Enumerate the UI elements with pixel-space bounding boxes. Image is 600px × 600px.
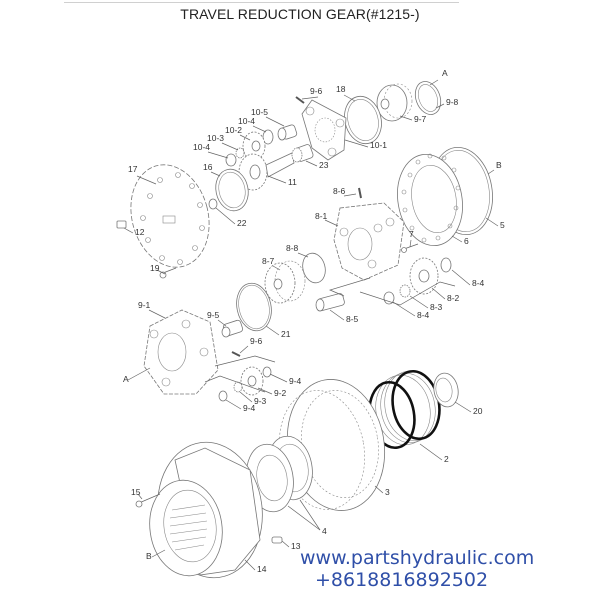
part-label-6: 6 <box>464 236 469 246</box>
watermark-url: www.partshydraulic.com <box>300 547 535 569</box>
part-label-16: 16 <box>203 162 213 172</box>
part-label-8-1: 8-1 <box>315 211 328 221</box>
carrier-10-1 <box>301 99 347 161</box>
part-label-22: 22 <box>237 218 247 228</box>
part-label-15: 15 <box>131 487 141 497</box>
washer-9-4-a <box>262 366 272 378</box>
part-label-11: 11 <box>288 177 297 187</box>
part-label-10-1: 10-1 <box>370 140 387 150</box>
pin-9-6-mid <box>231 351 241 357</box>
part-label-8-8: 8-8 <box>286 243 299 253</box>
page-title: TRAVEL REDUCTION GEAR(#1215-) <box>180 6 420 22</box>
part-label-9-2: 9-2 <box>274 388 287 398</box>
gear-23 <box>291 144 314 163</box>
part-label-8-7: 8-7 <box>262 256 275 266</box>
gear-8-2 <box>409 257 439 295</box>
ring-16 <box>215 168 249 212</box>
part-label-8-2: 8-2 <box>447 293 460 303</box>
watermark-phone: +8618816892502 <box>315 569 489 591</box>
spline-teeth <box>169 504 208 551</box>
ring-18-top <box>344 95 382 145</box>
part-label-4: 4 <box>322 526 327 536</box>
part-label-10-4_a: 10-4 <box>238 116 255 126</box>
part-label-10-5: 10-5 <box>251 107 268 117</box>
top-rule <box>64 2 459 3</box>
washer-8-4-b <box>383 291 395 305</box>
gear-9-7 <box>376 83 413 122</box>
bearing-10-3 <box>235 147 245 159</box>
pin-8-5 <box>315 293 345 312</box>
part-label-19: 19 <box>150 263 160 273</box>
part-label-7: 7 <box>409 229 414 239</box>
pin-10-5 <box>277 124 298 141</box>
part-label-13: 13 <box>291 541 301 551</box>
part-label-A_mid: A <box>123 374 129 384</box>
part-label-8-5: 8-5 <box>346 314 359 324</box>
part-label-18_top: 18 <box>336 84 346 94</box>
ring-8-8 <box>302 252 326 284</box>
bearing-8-3 <box>399 284 411 298</box>
part-label-9-6_top: 9-6 <box>310 86 323 96</box>
part-label-9-3: 9-3 <box>254 396 267 406</box>
part-label-8-3: 8-3 <box>430 302 443 312</box>
carrier-8-1 <box>333 202 405 281</box>
plug-22 <box>208 198 218 210</box>
part-label-9-4_b: 9-4 <box>243 403 256 413</box>
ring-9-8 <box>414 81 442 115</box>
part-label-A_top: A <box>442 68 448 78</box>
pin-9-6-top <box>295 96 305 104</box>
pin-8-6 <box>358 187 362 199</box>
part-label-5: 5 <box>500 220 505 230</box>
part-label-20: 20 <box>473 406 483 416</box>
part-label-21: 21 <box>281 329 291 339</box>
part-label-B_bot: B <box>146 551 152 561</box>
washer-9-4-b <box>218 390 228 402</box>
part-label-12: 12 <box>135 227 145 237</box>
part-label-10-3: 10-3 <box>207 133 224 143</box>
part-label-9-7: 9-7 <box>414 114 427 124</box>
part-label-17: 17 <box>128 164 138 174</box>
part-label-9-8: 9-8 <box>446 97 459 107</box>
part-label-3: 3 <box>385 487 390 497</box>
part-label-9-5: 9-5 <box>207 310 220 320</box>
bolt-7 <box>401 243 419 253</box>
pin-9-5 <box>221 319 244 338</box>
cover-17 <box>130 164 210 268</box>
part-label-14: 14 <box>257 564 267 574</box>
washer-10-4-a <box>262 129 274 145</box>
ring-21 <box>236 282 272 332</box>
gear-9-2 <box>240 366 264 396</box>
part-label-8-6: 8-6 <box>333 186 346 196</box>
part-label-9-6_mid: 9-6 <box>250 336 263 346</box>
part-label-10-4_b: 10-4 <box>193 142 210 152</box>
hub-14 <box>149 441 263 579</box>
plug-12 <box>116 220 127 229</box>
part-label-8-4_b: 8-4 <box>417 310 430 320</box>
dashed-guides-9 <box>204 355 276 393</box>
part-label-9-1: 9-1 <box>138 300 151 310</box>
leader-lines <box>123 79 499 571</box>
oil-seal-20 <box>433 372 459 408</box>
carrier-9-1 <box>143 309 219 395</box>
dashed-guides-8 <box>328 277 456 306</box>
bearing-9-3 <box>233 381 243 393</box>
part-label-8-4_a: 8-4 <box>472 278 485 288</box>
part-label-23: 23 <box>319 160 329 170</box>
gear-8-7 <box>264 260 306 304</box>
flange-6 <box>397 153 463 247</box>
part-label-9-4_a: 9-4 <box>289 376 302 386</box>
washer-8-4-a <box>440 257 452 273</box>
part-label-B_top: B <box>496 160 502 170</box>
part-label-2: 2 <box>444 454 449 464</box>
bolt-15 <box>135 493 161 508</box>
plug-13 <box>271 536 283 544</box>
washer-10-4-b <box>225 153 237 167</box>
part-label-10-2: 10-2 <box>225 125 242 135</box>
